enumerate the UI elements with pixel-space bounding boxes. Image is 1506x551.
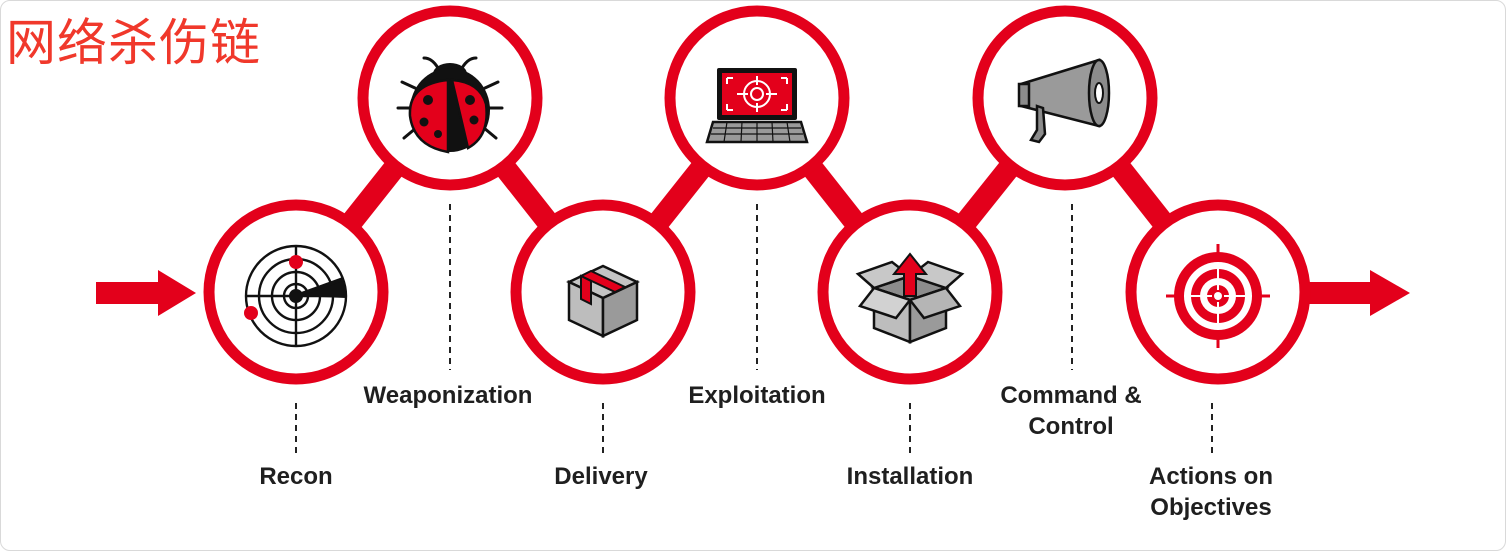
diagram-title: 网络杀伤链	[6, 14, 261, 72]
stage-label-recon: Recon	[259, 461, 332, 492]
stage-label-line: Recon	[259, 463, 333, 490]
exit-arrow	[1300, 270, 1410, 316]
leader-lines	[295, 204, 1213, 458]
radar-icon	[244, 244, 348, 348]
megaphone-icon	[1017, 58, 1111, 144]
target-icon	[1166, 244, 1270, 348]
stage-label-line: Delivery	[554, 463, 648, 490]
stage-label-exploitation: Exploitation	[688, 380, 825, 411]
ladybug-icon	[396, 56, 504, 154]
stage-label-line: Weaponization	[363, 382, 533, 409]
stage-label-command-control: Command & Control	[1000, 380, 1141, 442]
package-icon	[566, 264, 640, 338]
laptop-target-icon	[705, 68, 809, 144]
stage-label-line: Objectives	[1150, 494, 1272, 521]
stage-label-delivery: Delivery	[554, 461, 647, 492]
stage-label-line: Actions on	[1149, 463, 1273, 490]
open-box-arrow-icon	[855, 252, 965, 344]
stage-label-line: Exploitation	[688, 382, 826, 409]
entry-arrow	[96, 270, 196, 316]
stage-label-weaponization: Weaponization	[364, 380, 533, 411]
stage-label-line: Command &	[1000, 382, 1142, 409]
stage-label-actions-on-objectives: Actions on Objectives	[1149, 461, 1273, 523]
stage-label-line: Installation	[846, 463, 974, 490]
stage-label-installation: Installation	[847, 461, 974, 492]
stage-label-line: Control	[1028, 413, 1114, 440]
